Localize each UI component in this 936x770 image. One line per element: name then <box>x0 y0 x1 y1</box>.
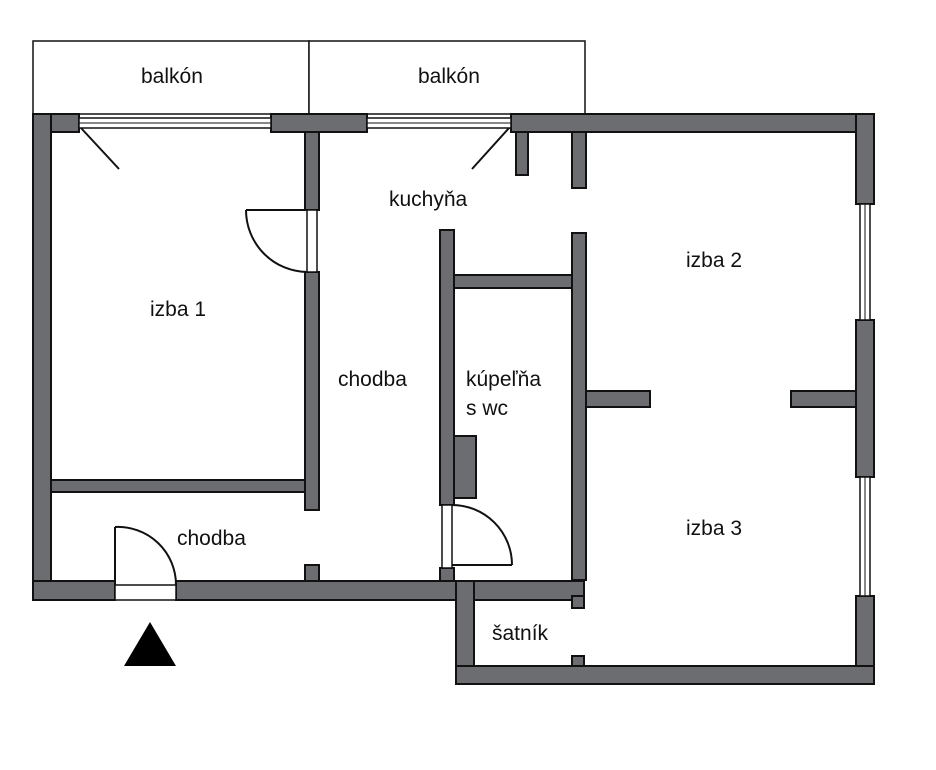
walls <box>32 113 875 685</box>
balcony-right-area <box>308 40 586 115</box>
label-balcony-left: balkón <box>141 65 203 88</box>
entrance-arrow-icon <box>124 622 176 666</box>
door-izba-1 <box>245 209 318 273</box>
balcony-left-area <box>32 40 310 115</box>
balcony-door-left <box>78 117 272 170</box>
label-room-1: izba 1 <box>150 298 206 321</box>
label-balcony-right: balkón <box>418 65 480 88</box>
door-bathroom <box>441 504 513 569</box>
balcony-door-right <box>366 117 512 170</box>
label-room-2: izba 2 <box>686 249 742 272</box>
window-izba-3 <box>859 476 871 597</box>
label-kitchen: kuchyňa <box>389 188 468 211</box>
label-hall-upper: chodba <box>338 368 407 391</box>
label-room-3: izba 3 <box>686 517 742 540</box>
label-hall-lower: chodba <box>177 527 246 550</box>
label-bathroom-line2: s wc <box>466 397 508 420</box>
door-entrance <box>114 525 178 601</box>
window-izba-2 <box>859 203 871 321</box>
label-bathroom-line1: kúpeľňa <box>466 368 541 391</box>
label-wardrobe: šatník <box>492 622 549 645</box>
